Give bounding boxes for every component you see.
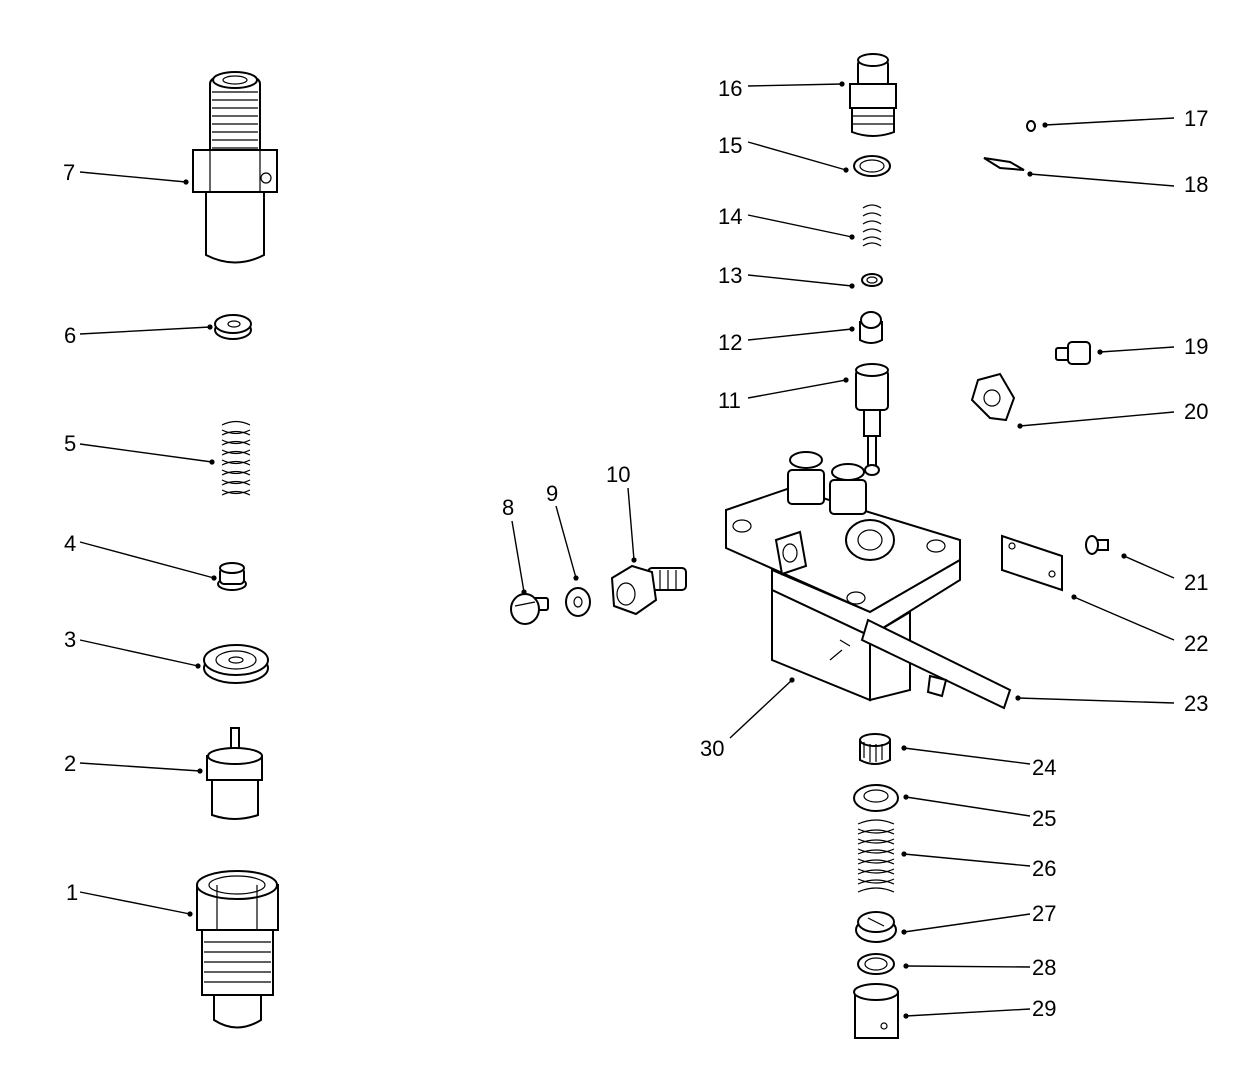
part-30-pump-housing (725, 451, 1012, 710)
callout-28: 28 (1032, 955, 1056, 980)
part-1-retaining-nut (196, 870, 279, 1029)
part-2-nozzle (206, 727, 263, 820)
callout-4: 4 (64, 531, 76, 556)
callout-23: 23 (1184, 691, 1208, 716)
callout-5: 5 (64, 431, 76, 456)
callout-10: 10 (606, 462, 630, 487)
part-9-washer (565, 587, 591, 617)
part-26-spring (857, 819, 895, 893)
part-4-distance-piece (217, 562, 247, 591)
part-5-spring (221, 420, 251, 496)
part-6-washer (214, 314, 252, 340)
part-20-bracket (970, 372, 1016, 422)
part-18-gasket (983, 157, 1025, 171)
callout-27: 27 (1032, 901, 1056, 926)
part-21-screw (1085, 535, 1109, 555)
callout-15: 15 (718, 133, 742, 158)
part-29-tappet (853, 983, 899, 1039)
callout-25: 25 (1032, 806, 1056, 831)
part-27-spring-seat (855, 911, 897, 943)
part-24-control-sleeve (859, 733, 891, 765)
callout-17: 17 (1184, 106, 1208, 131)
callout-19: 19 (1184, 334, 1208, 359)
callout-24: 24 (1032, 755, 1056, 780)
callout-22: 22 (1184, 631, 1208, 656)
callout-11: 11 (718, 388, 741, 413)
callout-12: 12 (718, 330, 742, 355)
callout-21: 21 (1184, 570, 1208, 595)
callout-29: 29 (1032, 996, 1056, 1021)
callout-20: 20 (1184, 399, 1208, 424)
part-12-delivery-valve (859, 311, 883, 344)
leader-lines (79, 81, 1175, 1019)
part-7-nozzle-holder (192, 71, 278, 264)
callout-3: 3 (64, 627, 76, 652)
callout-1: 1 (66, 880, 78, 905)
part-16-delivery-valve-holder (849, 53, 897, 137)
callout-26: 26 (1032, 856, 1056, 881)
callout-2: 2 (64, 751, 76, 776)
callout-13: 13 (718, 263, 742, 288)
part-10-hollow-screw (610, 564, 687, 616)
part-11-plunger (855, 363, 889, 476)
part-25-spring-seat (853, 784, 899, 812)
callout-6: 6 (64, 323, 76, 348)
callout-18: 18 (1184, 172, 1208, 197)
part-17-screw (1026, 120, 1036, 132)
part-13-gasket (861, 273, 883, 287)
callout-14: 14 (718, 204, 742, 229)
part-3-spacer (203, 644, 269, 684)
callout-16: 16 (718, 76, 742, 101)
part-14-spring (862, 204, 882, 247)
callout-9: 9 (546, 481, 558, 506)
callout-labels: 1 2 3 4 5 6 7 8 9 10 11 12 13 14 15 16 1… (63, 76, 1208, 1021)
part-22-plate (1001, 534, 1063, 592)
callout-8: 8 (502, 495, 514, 520)
part-15-o-ring (853, 155, 891, 177)
callout-30: 30 (700, 736, 724, 761)
part-28-shim (857, 953, 895, 975)
callout-7: 7 (63, 160, 75, 185)
part-8-screw (510, 593, 549, 625)
part-19-screw (1055, 341, 1091, 365)
